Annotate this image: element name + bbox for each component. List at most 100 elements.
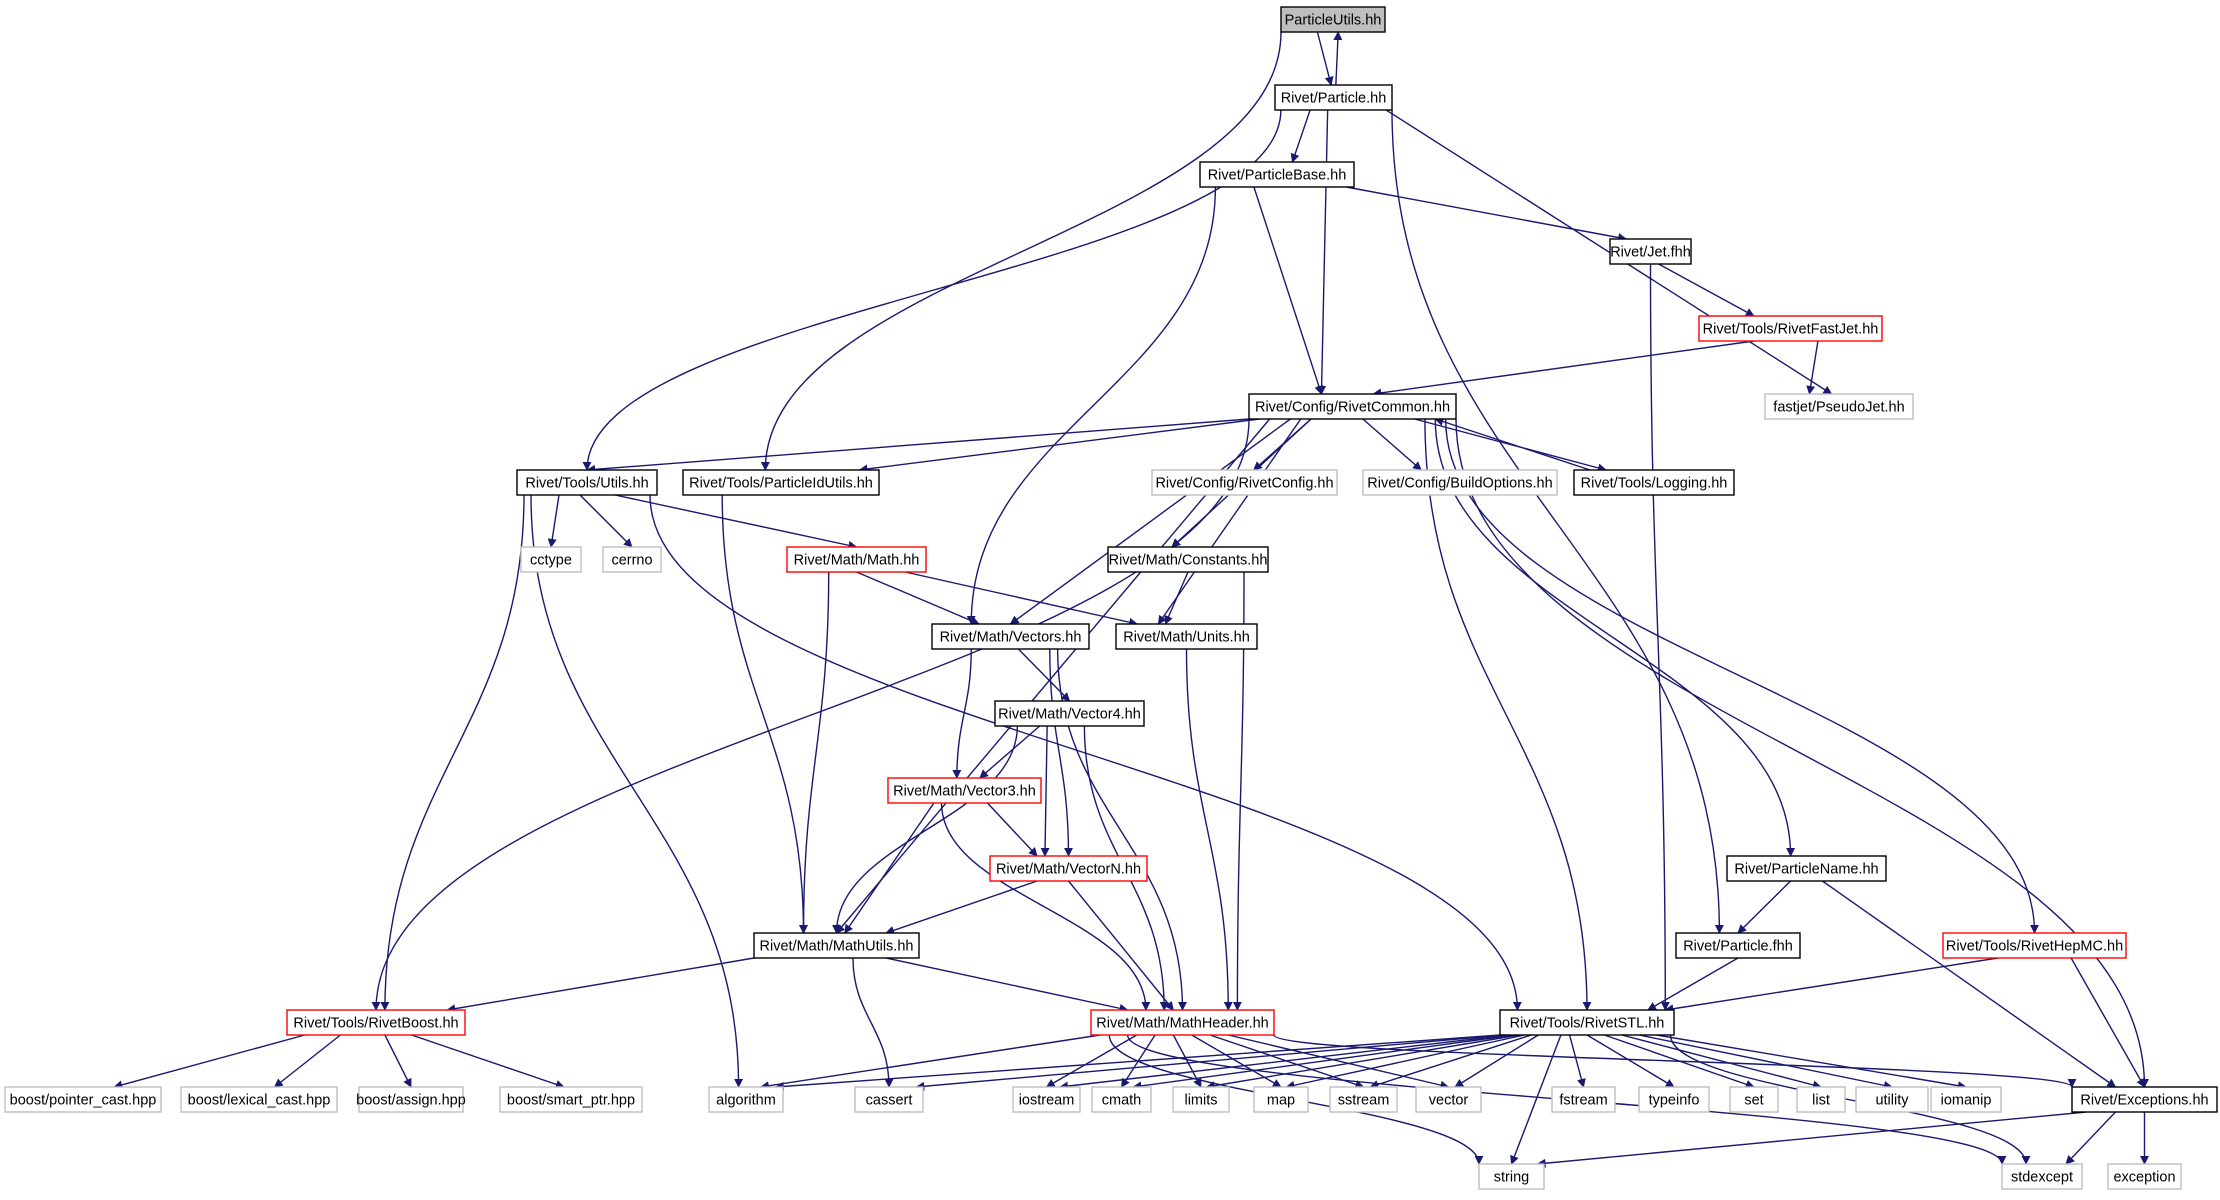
node-rivet-math-mathheader-hh[interactable]: Rivet/Math/MathHeader.hh	[1090, 1009, 1275, 1036]
node-set: set	[1729, 1086, 1779, 1113]
dependency-edge	[966, 186, 1217, 625]
node-box	[1107, 546, 1269, 573]
dependency-edge	[852, 957, 894, 1088]
dependency-edge	[774, 1034, 1501, 1091]
node-rivet-jet-fhh[interactable]: Rivet/Jet.fhh	[1609, 238, 1692, 265]
dependency-edge	[371, 418, 1250, 1011]
dependency-edge	[844, 802, 935, 934]
node-rivet-tools-particleidutils-hh[interactable]: Rivet/Tools/ParticleIdUtils.hh	[682, 469, 880, 496]
node-label: Rivet/Tools/RivetFastJet.hh	[1703, 321, 1879, 337]
node-rivet-particlebase-hh[interactable]: Rivet/ParticleBase.hh	[1199, 161, 1355, 188]
dependency-edge	[986, 802, 1038, 857]
dependency-edges	[113, 31, 2149, 1168]
dependency-edge	[582, 109, 1282, 471]
node-rivet-tools-rivetboost-hh[interactable]: Rivet/Tools/RivetBoost.hh	[286, 1009, 466, 1036]
node-label: set	[1744, 1092, 1763, 1108]
node-box	[1329, 1086, 1398, 1113]
node-particleutils-hh[interactable]: ParticleUtils.hh	[1280, 6, 1386, 33]
node-rivet-tools-rivetfastjet-hh[interactable]: Rivet/Tools/RivetFastJet.hh	[1698, 315, 1883, 342]
node-label: Rivet/Exceptions.hh	[2080, 1092, 2208, 1108]
node-iomanip: iomanip	[1930, 1086, 2002, 1113]
dependency-edge	[832, 725, 1019, 934]
node-label: Rivet/Tools/Logging.hh	[1581, 475, 1728, 491]
node-rivet-math-mathutils-hh[interactable]: Rivet/Math/MathUtils.hh	[753, 932, 920, 959]
dependency-edge	[1059, 1034, 1509, 1091]
node-rivet-config-rivetcommon-hh[interactable]: Rivet/Config/RivetCommon.hh	[1248, 393, 1457, 420]
node-rivet-particlename-hh[interactable]: Rivet/ParticleName.hh	[1726, 855, 1887, 882]
node-box	[1855, 1086, 1929, 1113]
node-label: boost/lexical_cast.hpp	[188, 1092, 331, 1108]
node-label: Rivet/Jet.fhh	[1610, 244, 1691, 260]
node-typeinfo: typeinfo	[1638, 1086, 1710, 1113]
node-box	[1415, 1086, 1482, 1113]
dependency-edge	[952, 648, 972, 779]
node-label: Rivet/Tools/RivetHepMC.hh	[1946, 938, 2123, 954]
node-box	[1609, 238, 1692, 265]
node-label: ParticleUtils.hh	[1285, 12, 1382, 28]
node-box	[1253, 1086, 1309, 1113]
dependency-edge	[1164, 571, 1189, 625]
dependency-edge	[760, 31, 1282, 471]
node-rivet-tools-logging-hh[interactable]: Rivet/Tools/Logging.hh	[1573, 469, 1735, 496]
dependency-edge	[1821, 880, 2117, 1088]
dependency-edge	[1647, 957, 1739, 1011]
node-rivet-particle-hh[interactable]: Rivet/Particle.hh	[1274, 84, 1393, 111]
dependency-edge	[856, 571, 980, 625]
node-label: list	[1812, 1092, 1830, 1108]
dependency-edge	[1132, 1034, 1515, 1091]
node-fastjet-pseudojet-hh: fastjet/PseudoJet.hh	[1764, 393, 1914, 420]
node-box	[2001, 1163, 2083, 1190]
dependency-edge	[2070, 957, 2146, 1088]
node-rivet-math-vectors-hh[interactable]: Rivet/Math/Vectors.hh	[931, 623, 1090, 650]
node-rivet-math-vector3-hh[interactable]: Rivet/Math/Vector3.hh	[887, 777, 1042, 804]
node-label: typeinfo	[1649, 1092, 1700, 1108]
node-label: Rivet/Tools/RivetBoost.hh	[293, 1015, 458, 1031]
node-box	[1115, 623, 1258, 650]
node-box	[4, 1086, 162, 1113]
node-rivet-tools-rivethepmc-hh[interactable]: Rivet/Tools/RivetHepMC.hh	[1942, 932, 2127, 959]
node-label: Rivet/Tools/ParticleIdUtils.hh	[689, 475, 873, 491]
node-rivet-math-math-hh[interactable]: Rivet/Math/Math.hh	[786, 546, 927, 573]
dependency-edge	[1333, 31, 1343, 86]
dependency-edge	[799, 571, 830, 934]
dependency-edge	[1205, 1034, 1520, 1091]
node-cctype: cctype	[520, 546, 582, 573]
node-algorithm: algorithm	[708, 1086, 784, 1113]
dependency-edge	[1639, 1034, 1893, 1090]
dependency-edge	[1669, 1034, 2031, 1165]
dependency-edge	[885, 957, 1129, 1013]
dependency-edge	[1649, 263, 1670, 1011]
dependency-edge	[1191, 1034, 1282, 1088]
node-box	[1573, 469, 1735, 496]
node-rivet-tools-utils-hh[interactable]: Rivet/Tools/Utils.hh	[516, 469, 658, 496]
node-rivet-math-vectorn-hh[interactable]: Rivet/Math/VectorN.hh	[989, 855, 1148, 882]
dependency-edge	[1040, 725, 1050, 857]
node-rivet-math-vector4-hh[interactable]: Rivet/Math/Vector4.hh	[994, 700, 1145, 727]
node-rivet-tools-rivetstl-hh[interactable]: Rivet/Tools/RivetSTL.hh	[1499, 1009, 1675, 1036]
dependency-edge	[1045, 1034, 1138, 1088]
dependency-edge	[614, 494, 858, 550]
node-box	[1930, 1086, 2002, 1113]
dependency-edge	[1228, 1034, 1450, 1090]
node-box	[708, 1086, 784, 1113]
node-stdexcept: stdexcept	[2001, 1163, 2083, 1190]
node-label: Rivet/ParticleName.hh	[1734, 861, 1878, 877]
dependency-edge	[1317, 109, 1329, 395]
node-rivet-math-constants-hh[interactable]: Rivet/Math/Constants.hh	[1107, 546, 1269, 573]
node-box	[2107, 1163, 2182, 1190]
dependency-edge	[530, 494, 744, 1088]
dependency-edge	[885, 880, 1038, 935]
node-label: iomanip	[1941, 1092, 1992, 1108]
node-rivet-particle-fhh[interactable]: Rivet/Particle.fhh	[1675, 932, 1801, 959]
node-box	[989, 855, 1148, 882]
node-box	[1729, 1086, 1779, 1113]
node-rivet-exceptions-hh[interactable]: Rivet/Exceptions.hh	[2071, 1086, 2218, 1113]
node-label: Rivet/Math/Units.hh	[1123, 629, 1250, 645]
node-sstream: sstream	[1329, 1086, 1398, 1113]
dependency-edge	[1536, 1111, 2087, 1168]
node-rivet-math-units-hh[interactable]: Rivet/Math/Units.hh	[1115, 623, 1258, 650]
dependency-edge	[835, 418, 1271, 934]
node-label: algorithm	[716, 1092, 776, 1108]
dependency-edge	[586, 418, 1250, 474]
node-label: fstream	[1559, 1092, 1607, 1108]
